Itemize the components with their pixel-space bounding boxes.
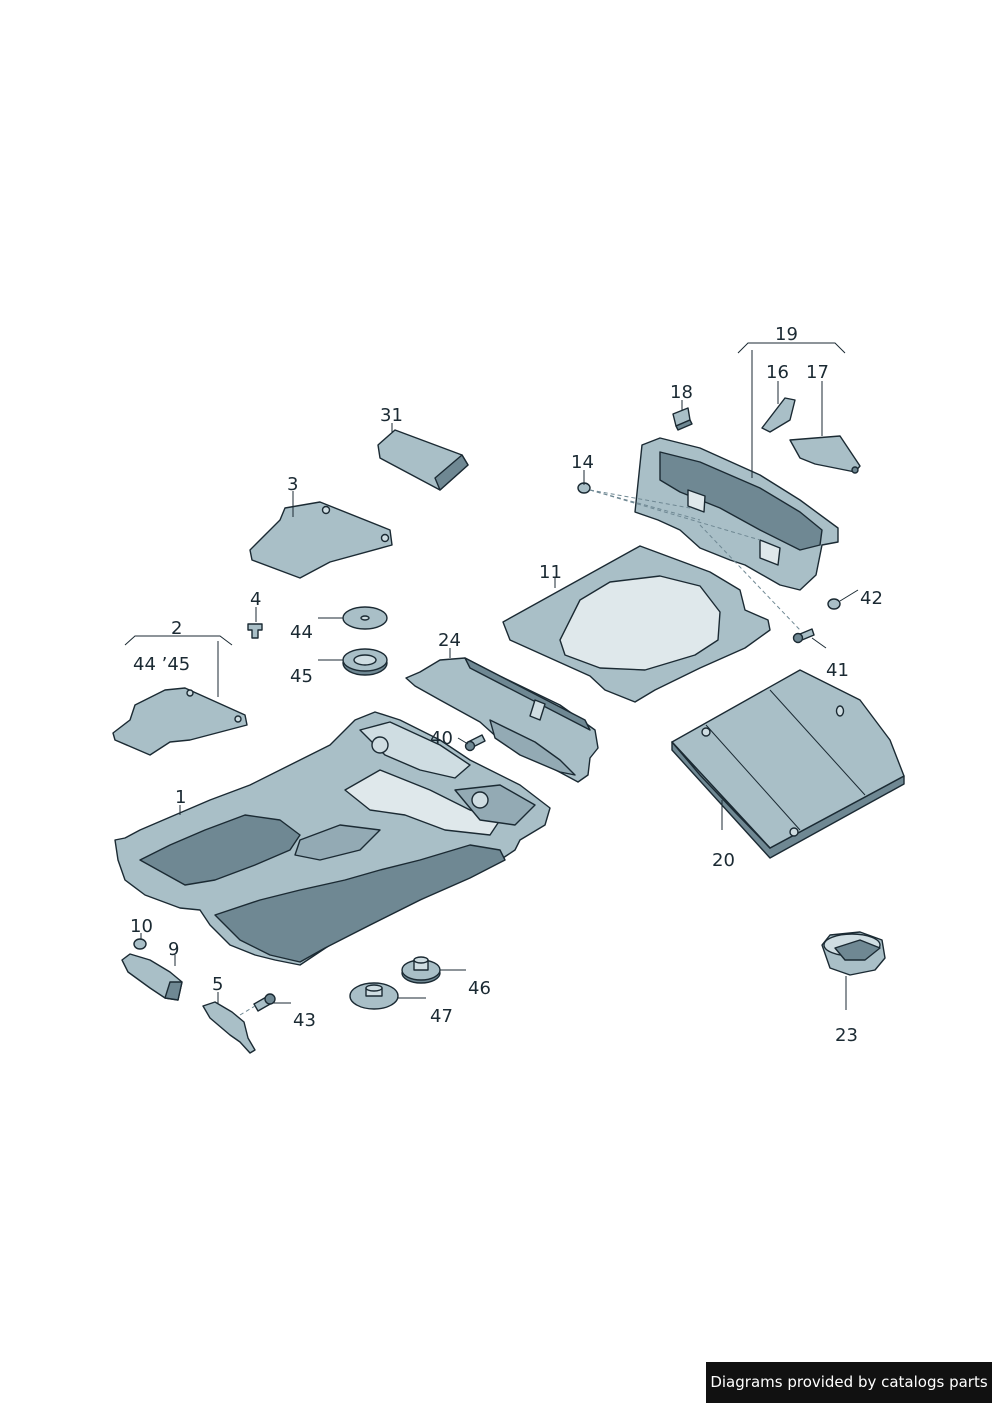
- part-23-wheel-holder: [821, 931, 886, 976]
- callout-42: 42: [860, 588, 883, 609]
- callout-10: 10: [130, 916, 153, 937]
- callout-11: 11: [539, 562, 562, 583]
- callout-24: 24: [438, 630, 461, 651]
- part-9-bracket: [121, 953, 183, 1001]
- part-43-bolt: [253, 993, 276, 1012]
- credit-banner: Diagrams provided by catalogs parts: [706, 1362, 992, 1403]
- callout-47: 47: [430, 1006, 453, 1027]
- part-17-cover-plate: [789, 435, 861, 474]
- part-20-loading-floor: [671, 669, 905, 859]
- part-2-floor-mat: [112, 687, 248, 756]
- callout-20: 20: [712, 850, 735, 871]
- callout-1: 1: [175, 787, 186, 808]
- part-44-washer: [342, 606, 388, 630]
- part-10-clip: [133, 938, 147, 950]
- part-18-clip: [672, 407, 693, 431]
- part-46-grommet-clip: [401, 956, 441, 984]
- part-16-hook: [761, 397, 796, 433]
- callout-2: 2: [171, 618, 182, 639]
- callout-14: 14: [571, 452, 594, 473]
- part-31-insulation-pad: [377, 429, 469, 491]
- part-40-screw: [464, 734, 486, 752]
- callout-19: 19: [775, 324, 798, 345]
- callout-23: 23: [835, 1025, 858, 1046]
- part-24-cover-strip: [405, 657, 599, 783]
- part-5-fastening-strap: [202, 1001, 256, 1054]
- part-1-floor-carpet: [114, 711, 551, 966]
- part-3-floor-mat: [249, 501, 393, 579]
- part-45-grommet: [342, 648, 388, 676]
- callout-40: 40: [430, 728, 453, 749]
- callout-41: 41: [826, 660, 849, 681]
- callout-46: 46: [468, 978, 491, 999]
- callout-31: 31: [380, 405, 403, 426]
- callout-4: 4: [250, 589, 261, 610]
- callout-18: 18: [670, 382, 693, 403]
- part-47-washer: [349, 982, 399, 1010]
- callout-16: 16: [766, 362, 789, 383]
- callout-44: 44: [290, 622, 313, 643]
- part-41-screw: [792, 628, 815, 644]
- part-11-trunk-mat: [502, 545, 771, 703]
- callout-2-sub: 44 ’45: [133, 654, 190, 675]
- callout-45: 45: [290, 666, 313, 687]
- callout-17: 17: [806, 362, 829, 383]
- callout-5: 5: [212, 974, 223, 995]
- leader-lines: [124, 342, 859, 1016]
- callout-43: 43: [293, 1010, 316, 1031]
- part-19-rear-panel-trim: [634, 437, 839, 591]
- part-42-nut: [827, 598, 841, 610]
- callout-9: 9: [168, 939, 179, 960]
- part-4-clip: [247, 623, 263, 639]
- callout-3: 3: [287, 474, 298, 495]
- callout-labels: 1 2 44 ’45 3 4 5 9 10 11 14 16 17 18 19 …: [130, 324, 883, 1046]
